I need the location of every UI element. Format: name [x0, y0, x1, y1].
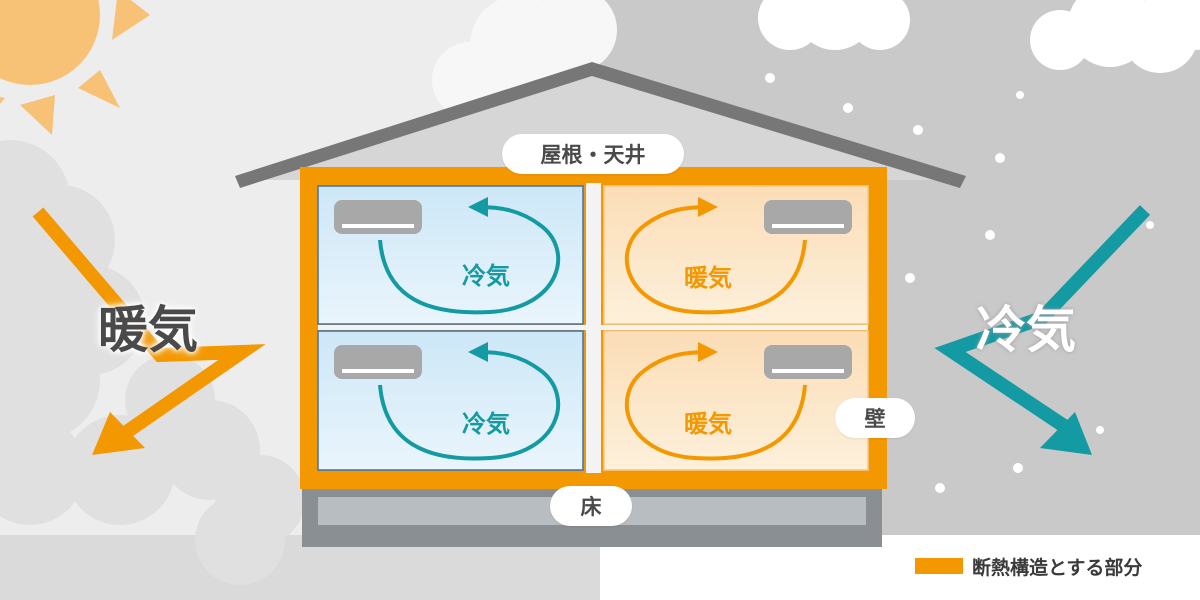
room-label-cool-bottom: 冷気: [462, 410, 510, 438]
outside-warm-arrow: [32, 207, 266, 444]
roof-fill: [240, 68, 960, 180]
outside-cool-arrow: [934, 205, 1151, 436]
wall-label-text: 壁: [864, 407, 886, 431]
room-label-cool-top: 冷気: [462, 262, 510, 290]
warm-airflow-bottom: [624, 342, 807, 461]
cool-airflow-top: [378, 197, 561, 315]
air-conditioner-bottom-left: [334, 345, 422, 379]
roof-ceiling-label: 屋根・天井: [502, 134, 684, 174]
floor-divider: [318, 325, 868, 330]
wall-label: 壁: [835, 398, 915, 438]
air-conditioner-bottom-right: [764, 345, 852, 379]
air-conditioner-top-right: [764, 200, 852, 234]
room-label-warm-top: 暖気: [684, 264, 732, 292]
sun: [0, 0, 150, 135]
room-label-warm-bottom: 暖気: [684, 410, 732, 438]
outside-warm-arrowhead: [92, 412, 145, 455]
right-clouds: [758, 0, 1200, 73]
legend-label: 断熱構造とする部分: [972, 557, 1143, 579]
outside-cool-arrowhead: [1040, 412, 1092, 455]
cool-airflow-bottom: [378, 342, 561, 461]
air-conditioner-top-left: [334, 200, 422, 234]
outside-cool-label: 冷気: [976, 301, 1076, 359]
legend-swatch: [915, 558, 963, 574]
roof-ceiling-label-text: 屋根・天井: [540, 143, 646, 167]
floor-label: 床: [550, 486, 632, 526]
warm-airflow-top: [624, 197, 807, 315]
floor-label-text: 床: [580, 495, 602, 519]
outside-warm-label: 暖気: [98, 301, 198, 359]
